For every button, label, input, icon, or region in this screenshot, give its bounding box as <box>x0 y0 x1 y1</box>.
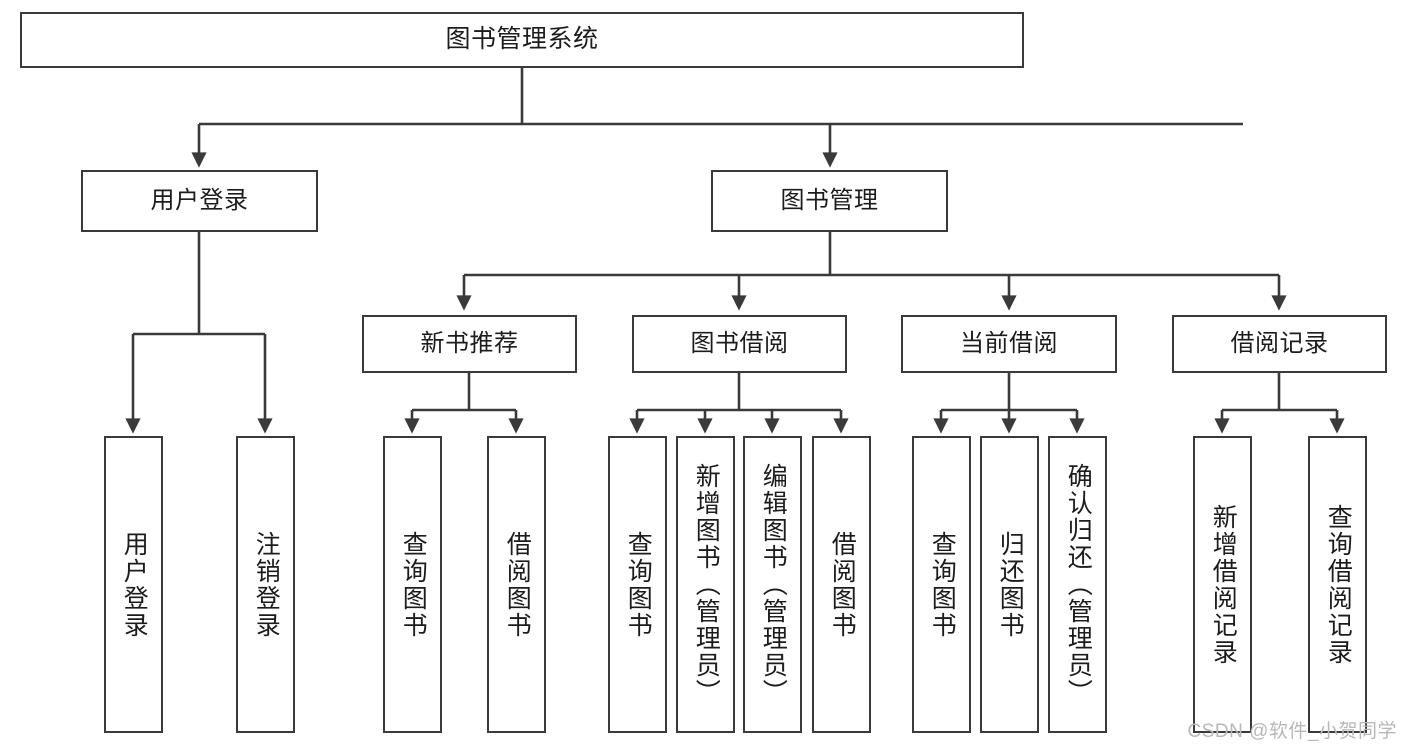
leaf-user-login-login[interactable]: 用户登录 <box>104 436 163 733</box>
node-book-borrowing[interactable]: 图书借阅 <box>632 315 847 373</box>
node-label: 图书管理 <box>780 186 879 214</box>
node-label: 用户登录 <box>120 530 149 639</box>
node-label: 新增借阅记录 <box>1209 503 1238 666</box>
node-label: 归还图书 <box>996 530 1025 639</box>
node-label: 注销登录 <box>252 530 281 639</box>
node-label: 编辑图书（管理员） <box>759 463 788 706</box>
node-book-management[interactable]: 图书管理 <box>711 170 948 232</box>
node-current-borrowing[interactable]: 当前借阅 <box>901 315 1117 373</box>
node-label: 借阅图书 <box>503 530 532 639</box>
node-borrowing-records[interactable]: 借阅记录 <box>1172 315 1387 373</box>
node-user-login[interactable]: 用户登录 <box>81 170 318 232</box>
node-label: 查询借阅记录 <box>1324 503 1353 666</box>
leaf-user-login-logout[interactable]: 注销登录 <box>236 436 295 733</box>
node-label: 图书借阅 <box>690 329 789 357</box>
leaf-borrow-record-add-record[interactable]: 新增借阅记录 <box>1193 436 1252 733</box>
leaf-current-borrow-return-books[interactable]: 归还图书 <box>980 436 1039 733</box>
node-label: 确认归还（管理员） <box>1064 463 1093 706</box>
leaf-new-book-query-books[interactable]: 查询图书 <box>383 436 442 733</box>
node-label: 当前借阅 <box>960 329 1058 357</box>
leaf-book-borrow-edit-book-admin[interactable]: 编辑图书（管理员） <box>743 436 802 733</box>
leaf-book-borrow-add-book-admin[interactable]: 新增图书（管理员） <box>676 436 735 733</box>
node-new-book-recommendation[interactable]: 新书推荐 <box>362 315 577 373</box>
node-label: 新增图书（管理员） <box>692 463 721 706</box>
node-label: 借阅记录 <box>1230 329 1329 357</box>
node-root-book-management-system[interactable]: 图书管理系统 <box>20 12 1024 68</box>
node-label: 查询图书 <box>624 530 653 639</box>
leaf-book-borrow-query-books[interactable]: 查询图书 <box>608 436 667 733</box>
leaf-new-book-borrow-books[interactable]: 借阅图书 <box>487 436 546 733</box>
leaf-current-borrow-query-books[interactable]: 查询图书 <box>912 436 971 733</box>
node-label: 用户登录 <box>150 186 249 214</box>
watermark-text: CSDN @软件_小贺同学 <box>1187 721 1397 742</box>
node-label: 图书管理系统 <box>445 25 599 54</box>
leaf-book-borrow-borrow-books[interactable]: 借阅图书 <box>812 436 871 733</box>
node-label: 查询图书 <box>399 530 428 639</box>
node-label: 借阅图书 <box>828 530 857 639</box>
node-label: 新书推荐 <box>420 329 519 357</box>
node-label: 查询图书 <box>928 530 957 639</box>
leaf-borrow-record-query-record[interactable]: 查询借阅记录 <box>1308 436 1367 733</box>
leaf-current-borrow-confirm-return-admin[interactable]: 确认归还（管理员） <box>1048 436 1107 733</box>
